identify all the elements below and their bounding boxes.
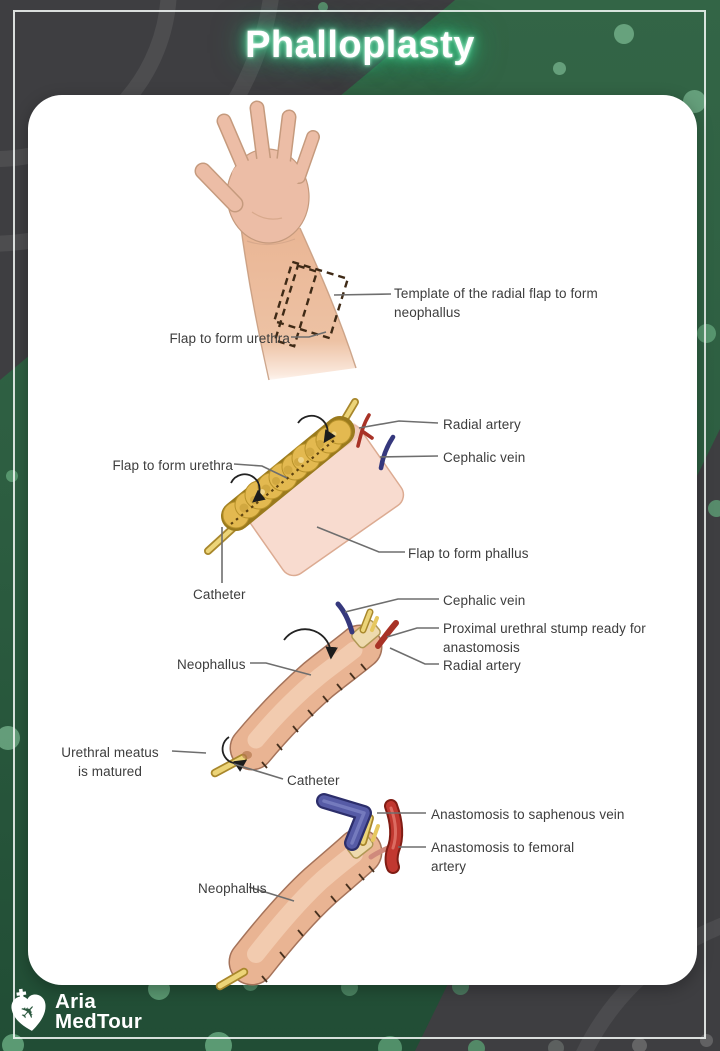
label-line: artery bbox=[431, 859, 467, 874]
label-catheter-3: Catheter bbox=[287, 773, 340, 788]
label-neophallus-4: Neophallus bbox=[198, 881, 267, 896]
label-radial-artery-3: Radial artery bbox=[443, 658, 521, 673]
brand-logo: ✈ Aria MedTour bbox=[8, 986, 142, 1036]
label-anastomosis-saphenous: Anastomosis to saphenous vein bbox=[431, 807, 625, 822]
brand-line-2: MedTour bbox=[55, 1010, 143, 1033]
label-line: is matured bbox=[77, 764, 143, 779]
label-template-radial-flap: Template of the radial flap to form neop… bbox=[394, 284, 644, 322]
stage4-anastomosis-art bbox=[215, 793, 404, 991]
page-title: Phalloplasty bbox=[245, 24, 475, 66]
decor-dot bbox=[697, 324, 716, 343]
decor-dot bbox=[553, 62, 566, 75]
decor-dot bbox=[614, 24, 634, 44]
decor-dot bbox=[0, 726, 20, 750]
decor-dot bbox=[708, 500, 720, 517]
label-catheter-2: Catheter bbox=[193, 587, 246, 602]
label-flap-to-form-urethra-2: Flap to form urethra bbox=[112, 458, 233, 473]
decor-dot bbox=[205, 1032, 232, 1051]
label-line: Urethral meatus bbox=[61, 745, 159, 760]
leader-lines bbox=[171, 293, 439, 902]
decor-dot bbox=[6, 470, 18, 482]
label-line: Proximal urethral stump ready for bbox=[443, 621, 646, 636]
decor-dot bbox=[548, 1040, 564, 1051]
label-neophallus-3: Neophallus bbox=[177, 657, 246, 672]
label-cephalic-vein-2: Cephalic vein bbox=[443, 450, 526, 465]
stage2-flap-art bbox=[204, 398, 405, 577]
label-flap-to-form-urethra-1: Flap to form urethra bbox=[169, 331, 290, 346]
label-cephalic-vein-3: Cephalic vein bbox=[443, 593, 526, 608]
label-radial-artery-2: Radial artery bbox=[443, 417, 521, 432]
label-line: Template of the radial flap to form bbox=[394, 286, 598, 301]
label-flap-to-form-phallus: Flap to form phallus bbox=[408, 546, 529, 561]
decor-dot bbox=[318, 2, 328, 12]
label-line: Anastomosis to femoral bbox=[431, 840, 575, 855]
heart-plane-logo-icon: ✈ bbox=[11, 988, 46, 1031]
stage1-forearm-art bbox=[194, 100, 357, 381]
label-urethral-meatus: Urethral meatus is matured bbox=[45, 743, 175, 781]
brand-name: Aria MedTour bbox=[55, 990, 143, 1033]
brand-line-1: Aria bbox=[55, 990, 97, 1013]
decor-dot bbox=[378, 1036, 402, 1051]
label-anastomosis-femoral: Anastomosis to femoral artery bbox=[431, 838, 611, 876]
label-line: neophallus bbox=[394, 305, 461, 320]
label-line: anastomosis bbox=[443, 640, 520, 655]
stage3-neophallus-art bbox=[210, 601, 399, 778]
label-proximal-urethral-stump: Proximal urethral stump ready for anasto… bbox=[443, 619, 693, 657]
decor-dot bbox=[632, 1038, 647, 1051]
decor-dot bbox=[468, 1040, 485, 1051]
